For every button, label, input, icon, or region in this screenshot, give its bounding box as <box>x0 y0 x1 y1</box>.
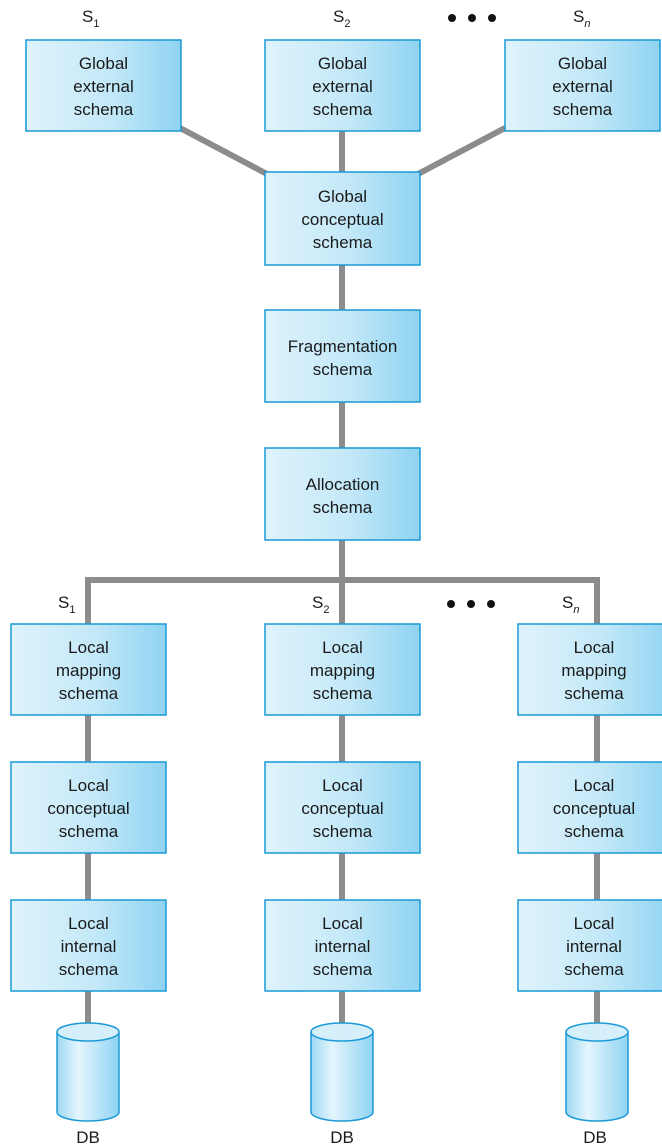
local-site-labels: S1 S2 Sn <box>58 593 579 616</box>
box-line: Allocation <box>306 475 380 494</box>
allocation-schema: Allocation schema <box>264 447 421 541</box>
box-line: conceptual <box>301 799 383 818</box>
global-external-schema-n: Global external schema <box>504 39 661 132</box>
box-line: Local <box>68 638 109 657</box>
box-line: Local <box>574 776 615 795</box>
db-label-n: DB <box>583 1128 607 1147</box>
local-mapping-schema-2: Local mapping schema <box>264 623 421 716</box>
local-conceptual-schema-2: Local conceptual schema <box>264 761 421 854</box>
box-line: Fragmentation <box>288 337 398 356</box>
db-label-2: DB <box>330 1128 354 1147</box>
box-line: Local <box>68 776 109 795</box>
box-line: Global <box>79 54 128 73</box>
db-label-1: DB <box>76 1128 100 1147</box>
box-line: schema <box>564 684 624 703</box>
local-internal-schema-2: Local internal schema <box>264 899 421 992</box>
box-line: schema <box>313 960 373 979</box>
box-line: schema <box>313 822 373 841</box>
box-line: schema <box>313 100 373 119</box>
box-line: Local <box>574 914 615 933</box>
local-site-label-1: S1 <box>58 593 75 616</box>
database-cylinder-2 <box>310 1022 374 1122</box>
box-line: Local <box>322 776 363 795</box>
local-site-label-2: S2 <box>312 593 329 616</box>
box-line: schema <box>313 498 373 517</box>
global-site-label-1: S1 <box>82 7 99 30</box>
global-external-schema-2: Global external schema <box>264 39 421 132</box>
global-site-labels: S1 S2 Sn <box>82 7 590 30</box>
global-site-label-n: Sn <box>573 7 590 30</box>
box-line: schema <box>564 822 624 841</box>
box-line: Local <box>322 914 363 933</box>
box-line: schema <box>59 960 119 979</box>
box-line: Local <box>68 914 109 933</box>
box-line: internal <box>61 937 117 956</box>
local-conceptual-schema-1: Local conceptual schema <box>10 761 167 854</box>
box-line: conceptual <box>47 799 129 818</box>
local-internal-schema-1: Local internal schema <box>10 899 167 992</box>
database-cylinder-1 <box>56 1022 120 1122</box>
box-line: Global <box>318 187 367 206</box>
connector-external1-conceptual <box>178 125 269 177</box>
global-ellipsis <box>448 14 496 22</box>
box-line: internal <box>566 937 622 956</box>
global-conceptual-schema: Global conceptual schema <box>264 171 421 266</box>
box-line: mapping <box>310 661 375 680</box>
local-site-label-n: Sn <box>562 593 579 616</box>
connectors <box>85 125 600 1030</box>
local-ellipsis <box>447 600 495 608</box>
box-line: external <box>312 77 372 96</box>
box-line: external <box>73 77 133 96</box>
local-internal-schema-n: Local internal schema <box>517 899 662 992</box>
box-line: schema <box>553 100 613 119</box>
box-line: schema <box>313 233 373 252</box>
box-line: schema <box>564 960 624 979</box>
box-line: Local <box>574 638 615 657</box>
box-line: schema <box>59 822 119 841</box>
local-mapping-schema-n: Local mapping schema <box>517 623 662 716</box>
global-external-schema-1: Global external schema <box>25 39 182 132</box>
box-line: Local <box>322 638 363 657</box>
box-line: conceptual <box>301 210 383 229</box>
local-mapping-schema-1: Local mapping schema <box>10 623 167 716</box>
database-cylinder-n <box>565 1022 629 1122</box>
box-line: Global <box>318 54 367 73</box>
box-line: conceptual <box>553 799 635 818</box>
box-line: mapping <box>561 661 626 680</box>
box-line: schema <box>313 360 373 379</box>
box-line: Global <box>558 54 607 73</box>
box-line: schema <box>59 684 119 703</box>
connector-externaln-conceptual <box>416 125 507 177</box>
global-site-label-2: S2 <box>333 7 350 30</box>
fragmentation-schema: Fragmentation schema <box>264 309 421 403</box>
box-line: mapping <box>56 661 121 680</box>
box-line: internal <box>315 937 371 956</box>
local-conceptual-schema-n: Local conceptual schema <box>517 761 662 854</box>
box-line: external <box>552 77 612 96</box>
box-line: schema <box>74 100 134 119</box>
box-line: schema <box>313 684 373 703</box>
